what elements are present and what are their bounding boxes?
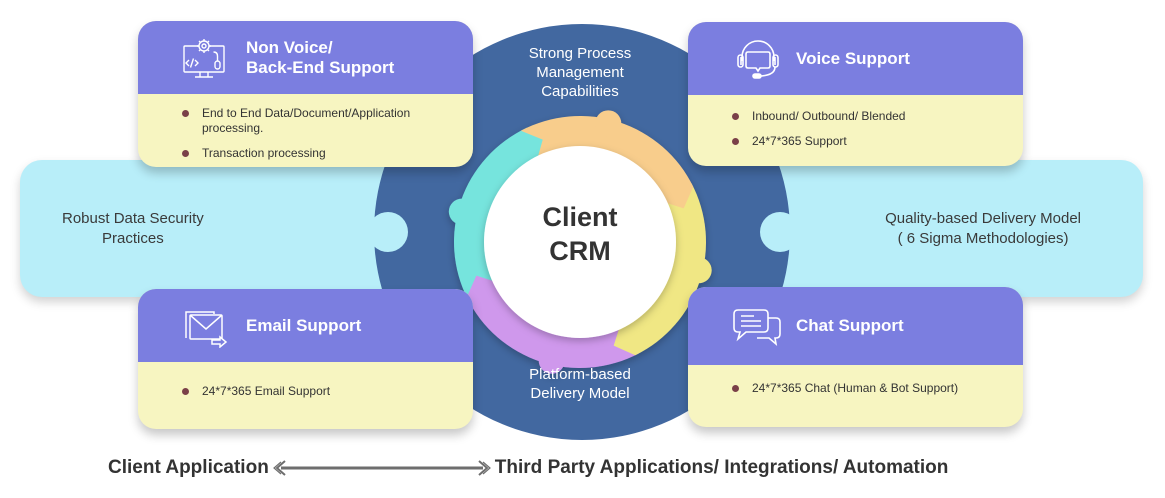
chat-card-list: 24*7*365 Chat (Human & Bot Support) bbox=[732, 381, 1003, 396]
process-management-label: Strong Process Management Capabilities bbox=[528, 45, 632, 100]
right-pill-notch bbox=[760, 212, 800, 252]
list-item: Transaction processing bbox=[182, 146, 453, 161]
double-arrow-icon bbox=[272, 460, 491, 476]
chat-bubbles-icon bbox=[733, 309, 781, 347]
list-item: 24*7*365 Email Support bbox=[182, 384, 453, 399]
ring-segment-yellow bbox=[613, 182, 706, 356]
email-card: Email Support 24*7*365 Email Support bbox=[138, 289, 473, 429]
computer-settings-icon bbox=[183, 38, 225, 78]
platform-delivery-label: Platform-based Delivery Model bbox=[529, 366, 631, 402]
list-item: Inbound/ Outbound/ Blended bbox=[732, 109, 1003, 124]
nonvoice-card-title: Non Voice/ Back-End Support bbox=[246, 37, 395, 77]
email-card-header: Email Support bbox=[138, 289, 473, 362]
email-card-list: 24*7*365 Email Support bbox=[182, 384, 453, 399]
email-card-title: Email Support bbox=[246, 315, 362, 335]
headset-icon bbox=[737, 39, 779, 79]
voice-card-title: Voice Support bbox=[796, 48, 910, 68]
ring-segment-purple bbox=[466, 275, 640, 369]
ring-knob-orange bbox=[595, 110, 622, 137]
left-pill-notch bbox=[368, 212, 408, 252]
list-item: 24*7*365 Support bbox=[732, 134, 1003, 149]
integration-row: Client Application Third Party Applicati… bbox=[108, 456, 948, 480]
nonvoice-card: Non Voice/ Back-End Support End to End D… bbox=[138, 21, 473, 167]
email-forward-icon bbox=[185, 310, 228, 348]
ring-segment-orange bbox=[520, 116, 694, 209]
nonvoice-card-header: Non Voice/ Back-End Support bbox=[138, 21, 473, 94]
list-item: End to End Data/Document/Application pro… bbox=[182, 106, 453, 136]
list-item: 24*7*365 Chat (Human & Bot Support) bbox=[732, 381, 1003, 396]
ring-knob-teal bbox=[448, 198, 475, 225]
ring-knob-purple bbox=[538, 347, 565, 374]
voice-card-header: Voice Support bbox=[688, 22, 1023, 95]
chat-card: Chat Support 24*7*365 Chat (Human & Bot … bbox=[688, 287, 1023, 427]
client-application-label: Client Application bbox=[108, 457, 269, 478]
third-party-label: Third Party Applications/ Integrations/ … bbox=[494, 457, 949, 478]
data-security-label: Robust Data Security Practices bbox=[62, 209, 204, 247]
ring-segment-teal bbox=[453, 127, 549, 300]
chat-card-title: Chat Support bbox=[796, 316, 904, 335]
voice-card-list: Inbound/ Outbound/ Blended 24*7*365 Supp… bbox=[732, 109, 1003, 149]
client-crm-title: Client CRM bbox=[542, 202, 618, 266]
chat-card-header: Chat Support bbox=[688, 287, 1023, 365]
crm-center-circle bbox=[484, 146, 676, 338]
nonvoice-card-list: End to End Data/Document/Application pro… bbox=[182, 106, 453, 161]
voice-card: Voice Support Inbound/ Outbound/ Blended… bbox=[688, 22, 1023, 166]
ring-knob-yellow bbox=[685, 257, 712, 284]
quality-delivery-label: Quality-based Delivery Model ( 6 Sigma M… bbox=[885, 209, 1081, 247]
